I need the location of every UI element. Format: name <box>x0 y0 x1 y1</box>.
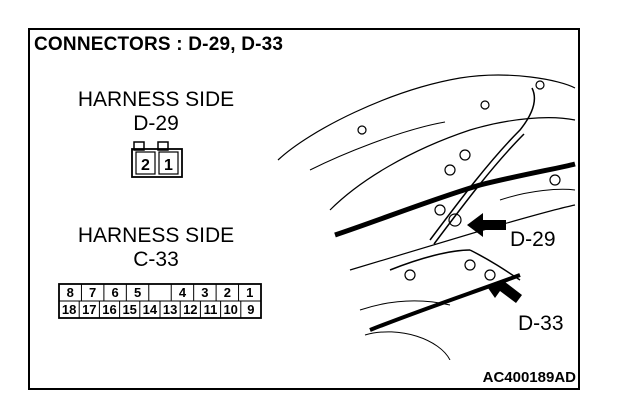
connector-b-pin: 12 <box>183 302 197 317</box>
callout-d29: D-29 <box>510 228 556 251</box>
callout-d33: D-33 <box>518 312 564 335</box>
connector-b-pin: 15 <box>122 302 136 317</box>
connector-b-id-label: C-33 <box>133 248 179 271</box>
connector-a-side-label: HARNESS SIDE <box>77 88 235 111</box>
figure-code: AC400189AD <box>482 369 576 386</box>
diagram-title: CONNECTORS : D-29, D-33 <box>34 34 284 55</box>
connector-b-pin: 6 <box>111 285 118 300</box>
connector-b-pin: 7 <box>89 285 96 300</box>
connector-b-pin: 9 <box>247 302 254 317</box>
connector-b-pin: 18 <box>62 302 76 317</box>
diagram-frame <box>28 28 580 390</box>
vehicle-illustration: D-29 D-33 <box>277 74 576 360</box>
connector-b-pin: 8 <box>67 285 74 300</box>
connector-b-pin: 16 <box>102 302 116 317</box>
connector-b-pin: 11 <box>204 302 218 317</box>
connector-b-pin: 4 <box>179 285 187 300</box>
connector-b-pin: 17 <box>82 302 96 317</box>
connector-b-side-label: HARNESS SIDE <box>77 224 235 247</box>
connector-b-pin: 10 <box>223 302 237 317</box>
connector-b-pin: 3 <box>201 285 208 300</box>
connector-b-pin: 5 <box>134 285 141 300</box>
connector-b-bottom-row: 18 17 16 15 14 13 12 11 10 9 <box>62 301 255 318</box>
connector-b-pin: 14 <box>143 302 158 317</box>
connector-a-pin: 2 <box>141 157 150 174</box>
connector-a-pin: 1 <box>164 157 173 174</box>
connector-b-pin: 2 <box>224 285 231 300</box>
connector-a-id-label: D-29 <box>133 112 179 135</box>
connector-a-face: 2 1 <box>131 141 183 178</box>
connector-b-pin: 1 <box>246 285 253 300</box>
connector-b-pin: 13 <box>163 302 177 317</box>
